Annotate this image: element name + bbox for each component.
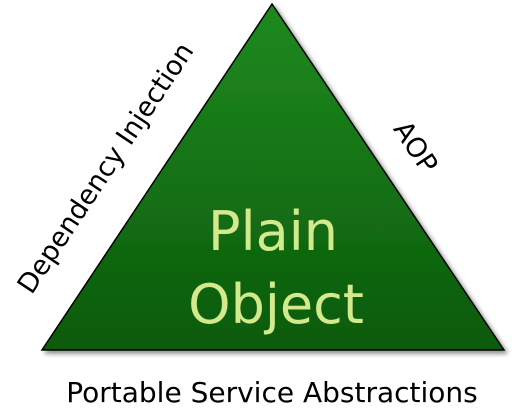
right-edge-label: AOP xyxy=(387,116,444,179)
center-label-line1: Plain xyxy=(208,200,338,263)
plain-object-triangle xyxy=(40,2,506,351)
bottom-edge-label: Portable Service Abstractions xyxy=(66,376,478,409)
center-label-line2: Object xyxy=(188,273,364,336)
